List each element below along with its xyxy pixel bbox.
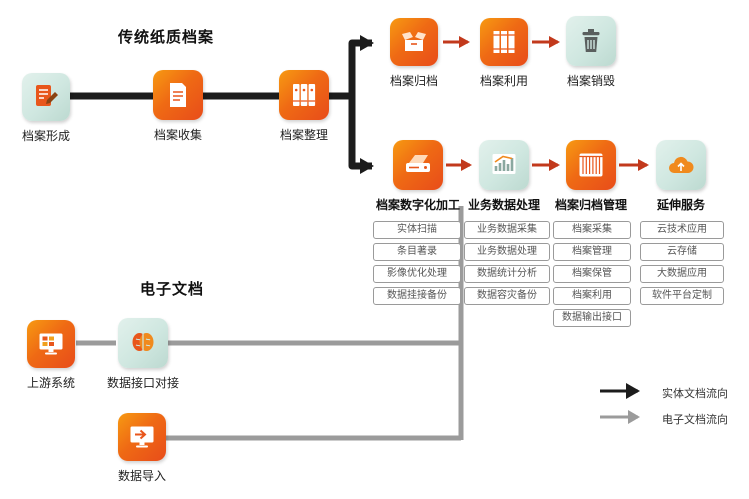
node-label: 档案收集 [153,128,202,142]
books-icon [480,18,528,66]
paper-archive-title: 传统纸质档案 [118,29,215,46]
node-digitization: 档案数字化加工 [376,140,460,213]
document-icon [153,70,203,120]
bar-chart-icon [479,140,529,190]
node-label: 数据接口对接 [106,376,179,390]
list-item: 实体扫描 [373,221,461,239]
monitor-import-icon [118,413,166,461]
node-archive-formation: 档案形成 [4,73,88,144]
node-label: 数据导入 [117,469,166,483]
node-label: 档案归档管理 [554,198,627,212]
black-branch-up [348,35,374,96]
scanner-icon [393,140,443,190]
list-item: 云技术应用 [640,221,724,239]
node-archive-collection: 档案收集 [136,70,220,143]
file-shelf-icon [566,140,616,190]
node-archive-arrangement: 档案整理 [262,70,346,143]
list-item: 档案利用 [553,287,631,305]
list-item: 云存储 [640,243,724,261]
list-item: 软件平台定制 [640,287,724,305]
list-item: 数据统计分析 [464,265,550,283]
electronic-doc-title: 电子文档 [140,281,205,298]
node-label: 档案销毁 [566,74,615,88]
black-branch-down [348,96,374,174]
trash-icon [566,16,616,66]
digitization-list: 实体扫描 条目著录 影像优化处理 数据挂接备份 [373,221,461,305]
list-item: 数据容灾备份 [464,287,550,305]
extended-services-list: 云技术应用 云存储 大数据应用 软件平台定制 [640,221,724,305]
node-data-interface: 数据接口对接 [101,318,185,391]
binders-icon [279,70,329,120]
filing-management-list: 档案采集 档案管理 档案保管 档案利用 数据输出接口 [553,221,631,327]
node-extended-services: 延伸服务 [639,140,723,213]
list-item: 数据挂接备份 [373,287,461,305]
list-item: 条目著录 [373,243,461,261]
list-item: 业务数据处理 [464,243,550,261]
node-label: 业务数据处理 [467,198,540,212]
list-item: 影像优化处理 [373,265,461,283]
node-business-data: 业务数据处理 [462,140,546,213]
node-archive-destruction: 档案销毁 [549,16,633,89]
list-item: 档案管理 [553,243,631,261]
list-item: 档案保管 [553,265,631,283]
node-archive-utilization: 档案利用 [462,18,546,89]
node-label: 档案数字化加工 [376,198,461,212]
cloud-icon [656,140,706,190]
document-edit-icon [22,73,70,121]
legend-electronic-label: 电子文档流向 [662,414,728,426]
list-item: 数据输出接口 [553,309,631,327]
node-label: 档案归档 [389,74,438,88]
list-item: 档案采集 [553,221,631,239]
node-label: 延伸服务 [656,198,705,212]
archive-box-icon [390,18,438,66]
node-archive-filing: 档案归档 [372,18,456,89]
node-upstream-system: 上游系统 [9,320,93,391]
monitor-grid-icon [27,320,75,368]
list-item: 业务数据采集 [464,221,550,239]
node-filing-management: 档案归档管理 [549,140,633,213]
node-data-import: 数据导入 [100,413,184,484]
legend-physical-label: 实体文档流向 [662,388,728,400]
list-item: 大数据应用 [640,265,724,283]
node-label: 上游系统 [26,376,75,390]
node-label: 档案利用 [479,74,528,88]
business-list: 业务数据采集 业务数据处理 数据统计分析 数据容灾备份 [464,221,550,305]
node-label: 档案形成 [21,129,70,143]
node-label: 档案整理 [279,128,328,142]
brain-icon [118,318,168,368]
